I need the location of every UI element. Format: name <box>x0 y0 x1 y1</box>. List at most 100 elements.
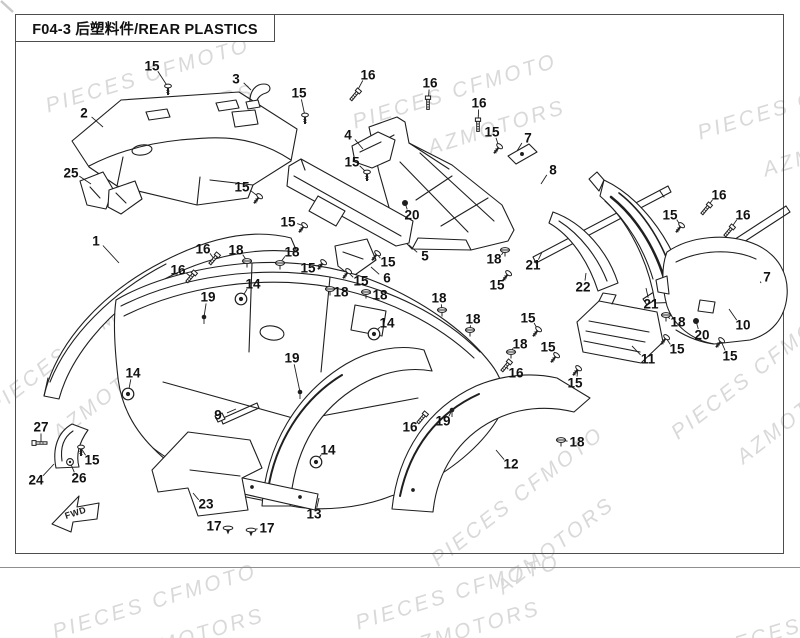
svg-text:1: 1 <box>92 234 100 249</box>
part-23-mud-guard-sheet <box>151 431 263 517</box>
svg-text:15: 15 <box>662 208 678 223</box>
part-2-storage-lid <box>71 91 298 206</box>
callout-15: 15 <box>489 270 513 293</box>
svg-text:19: 19 <box>435 414 450 429</box>
part-25-clip-pair <box>79 171 143 215</box>
svg-text:8: 8 <box>549 163 557 178</box>
callout-18: 18 <box>555 435 585 450</box>
svg-text:15: 15 <box>84 453 100 468</box>
svg-text:21: 21 <box>643 297 659 312</box>
part-12-fender-flare-right <box>391 374 591 513</box>
callout-layer: 2 3 15 15 16 16 <box>28 59 771 537</box>
callout-19: 19 <box>284 351 303 399</box>
svg-text:16: 16 <box>735 208 751 223</box>
callout-15: 15 <box>660 334 685 357</box>
callout-15: 15 <box>77 444 100 468</box>
svg-text:15: 15 <box>520 311 536 326</box>
callout-26: 26 <box>66 458 87 486</box>
callout-19: 19 <box>200 290 216 324</box>
callout-15: 15 <box>300 259 328 276</box>
title-box: F04-3 后塑料件/REAR PLASTICS <box>15 14 275 42</box>
callout-15: 15 <box>144 59 172 95</box>
part-11-ribbed-box <box>576 292 664 364</box>
callout-5: 5 <box>408 244 429 264</box>
svg-text:18: 18 <box>284 245 300 260</box>
callout-16: 16 <box>500 358 524 381</box>
svg-text:13: 13 <box>306 507 322 522</box>
callout-16: 16 <box>349 68 376 102</box>
callout-15: 15 <box>520 311 543 337</box>
callout-18: 18 <box>228 243 253 268</box>
callout-15: 15 <box>715 337 738 364</box>
callout-15: 15 <box>344 155 371 181</box>
part-6-bracket-plate <box>334 238 377 278</box>
callout-1: 1 <box>92 234 120 264</box>
callout-16: 16 <box>471 96 487 132</box>
callout-23: 23 <box>192 492 214 512</box>
svg-text:7: 7 <box>524 131 532 146</box>
svg-text:5: 5 <box>421 249 429 264</box>
callout-7: 7 <box>516 131 532 152</box>
part-5-front-rail <box>286 158 414 247</box>
svg-text:15: 15 <box>300 261 316 276</box>
svg-text:18: 18 <box>333 285 349 300</box>
svg-text:22: 22 <box>575 280 590 295</box>
svg-text:20: 20 <box>694 328 709 343</box>
svg-text:19: 19 <box>200 290 215 305</box>
svg-text:15: 15 <box>280 215 296 230</box>
svg-text:17: 17 <box>206 519 221 534</box>
svg-text:18: 18 <box>431 291 447 306</box>
callout-19: 19 <box>435 407 455 429</box>
svg-text:4: 4 <box>344 128 352 143</box>
callout-17: 17 <box>206 519 234 535</box>
svg-text:15: 15 <box>353 274 369 289</box>
svg-text:16: 16 <box>360 68 376 83</box>
callout-15: 15 <box>342 268 369 289</box>
svg-text:26: 26 <box>71 471 87 486</box>
svg-text:18: 18 <box>372 288 388 303</box>
part-3-hook-bracket <box>245 83 271 110</box>
callout-21: 21 <box>643 287 659 312</box>
callout-14: 14 <box>309 443 336 469</box>
callout-16: 16 <box>402 410 430 435</box>
svg-text:15: 15 <box>380 255 396 270</box>
svg-text:18: 18 <box>569 435 585 450</box>
part-7-plate-top <box>507 143 538 165</box>
svg-text:15: 15 <box>234 180 250 195</box>
callout-18: 18 <box>660 312 686 330</box>
svg-text:16: 16 <box>170 263 186 278</box>
callout-15: 15 <box>662 208 686 233</box>
svg-text:19: 19 <box>284 351 299 366</box>
svg-text:17: 17 <box>259 521 274 536</box>
svg-text:14: 14 <box>245 277 261 292</box>
callout-16: 16 <box>700 188 727 216</box>
svg-text:25: 25 <box>63 166 79 181</box>
part-13-fender-flare-left <box>234 346 433 511</box>
callout-18: 18 <box>464 312 481 337</box>
callout-18: 18 <box>431 291 448 317</box>
svg-text:15: 15 <box>540 340 556 355</box>
callout-20: 20 <box>402 200 420 223</box>
callout-16: 16 <box>422 76 438 110</box>
callout-15: 15 <box>540 340 561 363</box>
svg-text:20: 20 <box>404 208 419 223</box>
callout-16: 16 <box>170 263 199 284</box>
callout-18: 18 <box>324 285 349 300</box>
callout-20: 20 <box>693 318 710 343</box>
svg-text:15: 15 <box>489 278 505 293</box>
svg-text:15: 15 <box>669 342 685 357</box>
callout-18: 18 <box>274 245 300 270</box>
part-21-trim-strip-a <box>532 185 672 264</box>
svg-text:16: 16 <box>402 420 418 435</box>
svg-text:18: 18 <box>486 252 502 267</box>
svg-text:12: 12 <box>503 457 518 472</box>
callout-3: 3 <box>232 72 252 91</box>
svg-text:24: 24 <box>28 473 44 488</box>
callout-2: 2 <box>80 106 104 128</box>
svg-text:14: 14 <box>125 366 141 381</box>
svg-text:6: 6 <box>383 271 391 286</box>
callout-15: 15 <box>291 86 309 124</box>
callout-24: 24 <box>28 463 55 488</box>
callout-13: 13 <box>306 497 322 522</box>
